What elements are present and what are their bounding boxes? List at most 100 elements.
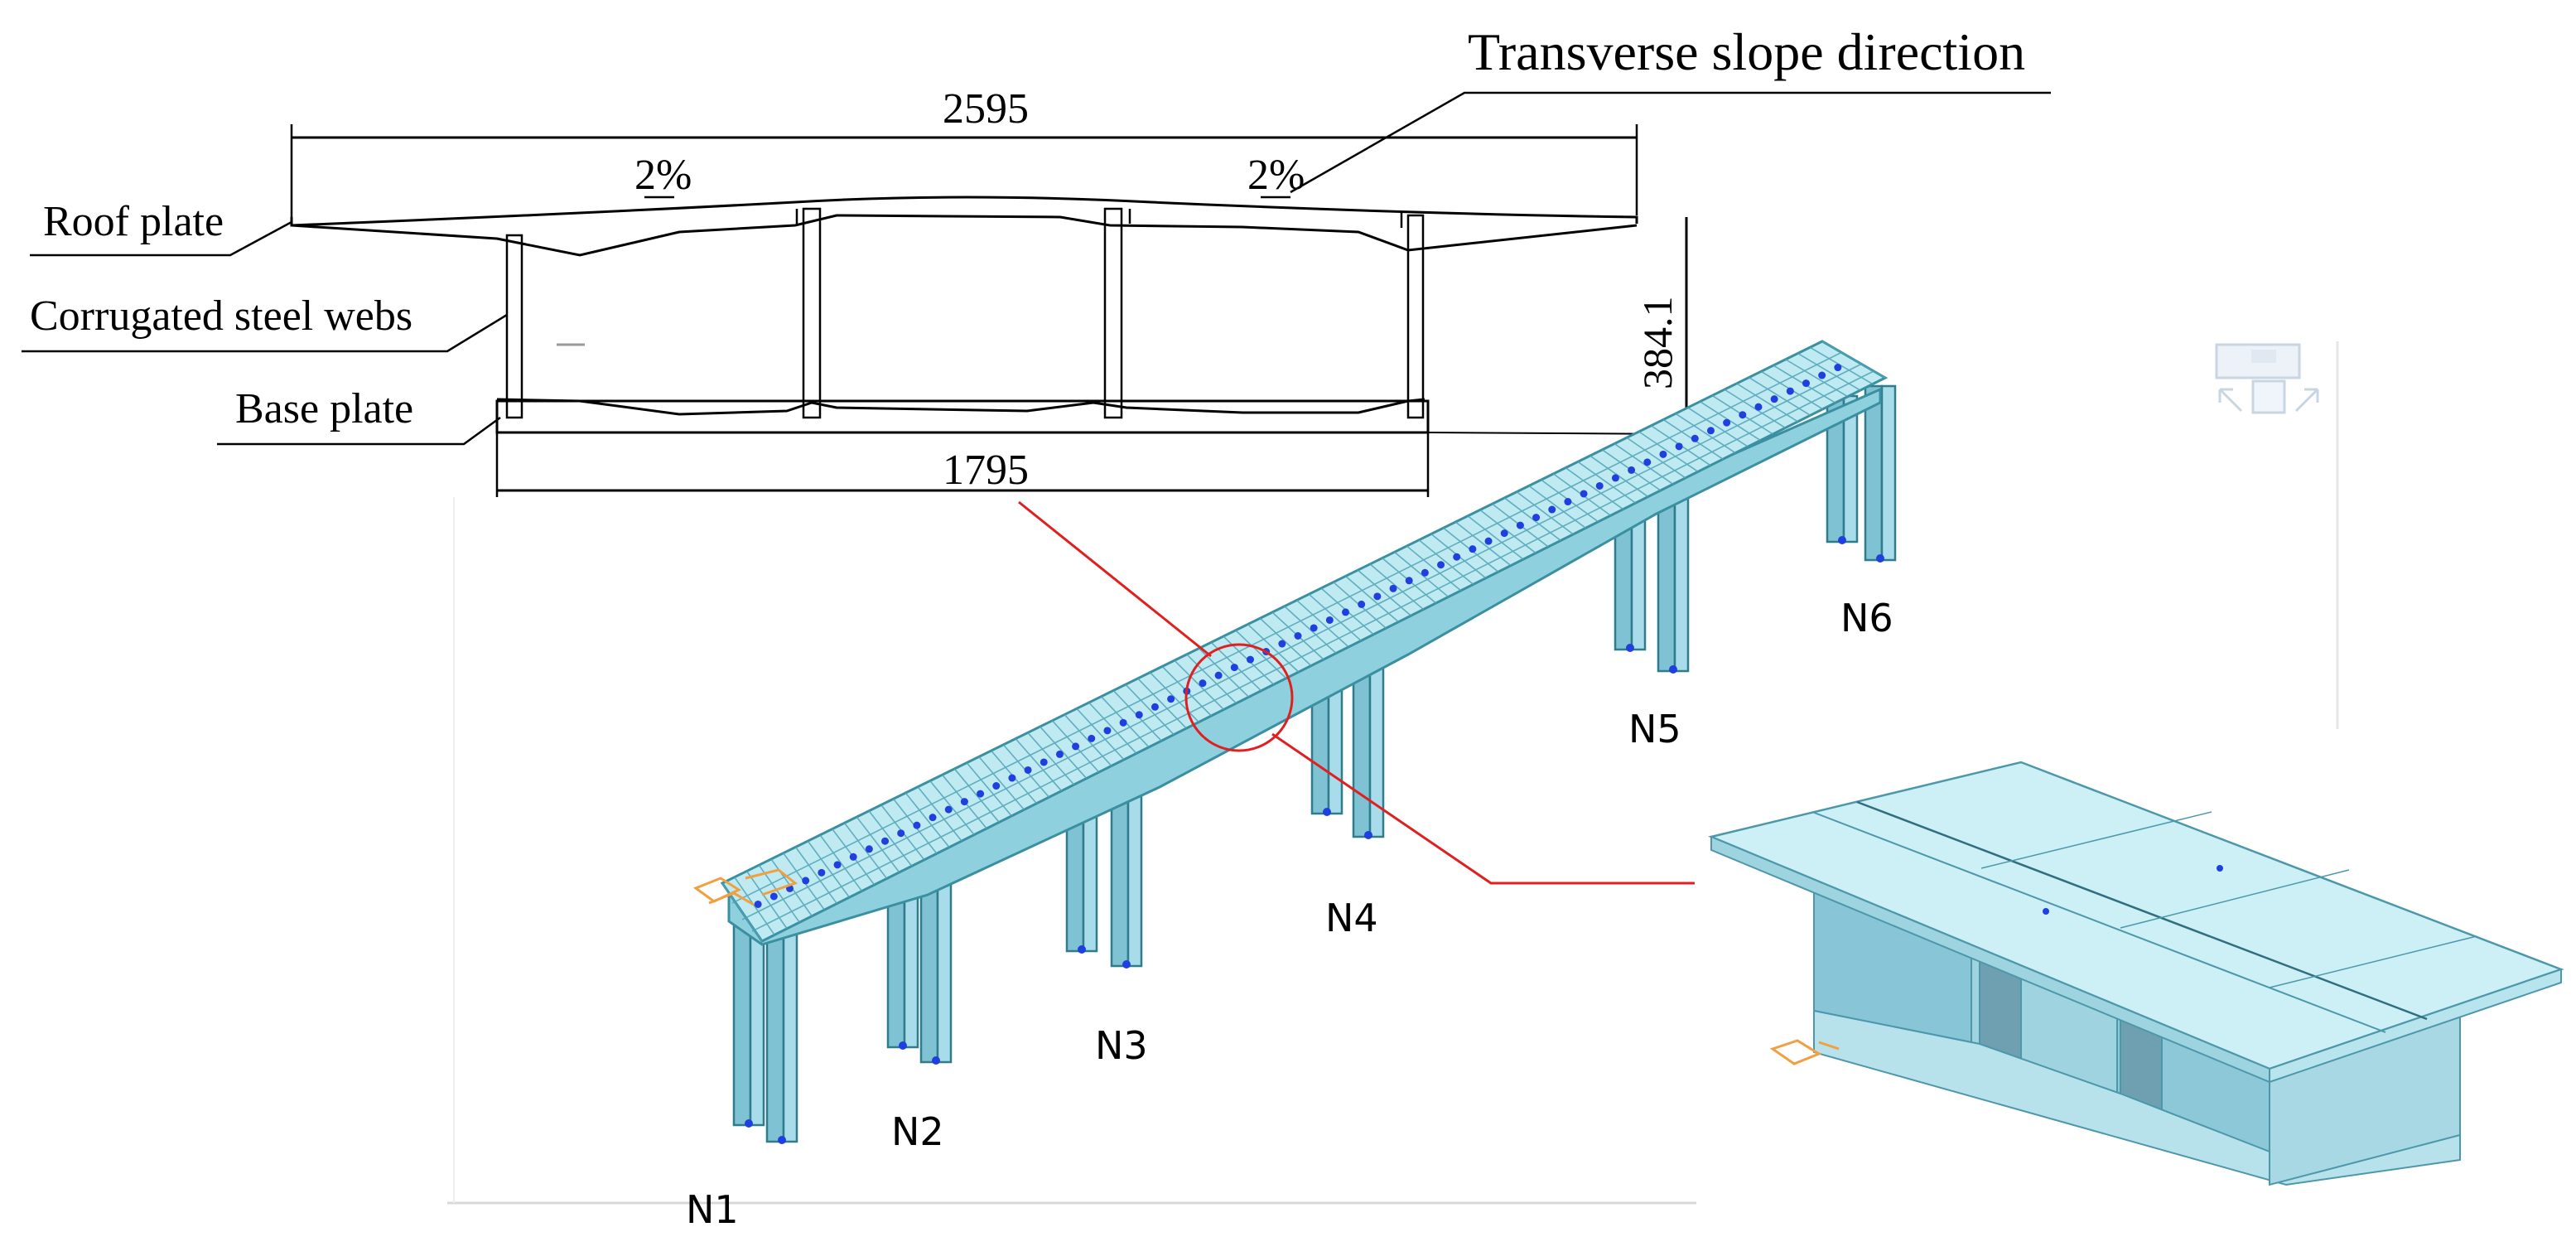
pier-label-n5: N5 [1628,707,1681,751]
deck-node [1818,371,1826,379]
height-dimension: 384.1 [1634,297,1681,390]
bottom-width-dimension: 1795 [943,447,1029,494]
pier-label-n3: N3 [1095,1023,1148,1068]
deck-node [1199,679,1207,688]
deck-node [1706,427,1715,435]
deck-node [1230,664,1238,672]
deck-node [1532,514,1541,522]
deck-node [1754,403,1763,411]
deck-node [1770,395,1778,403]
deck-node [865,845,873,853]
deck-node [1389,584,1397,592]
roof-plate-leader [30,220,292,257]
deck-node [1135,711,1143,719]
slope-left-label: 2% [634,152,692,199]
deck-node [802,877,810,885]
deck-node [849,853,857,861]
deck-node [818,868,826,877]
base-plate-inner [496,398,1425,416]
pier-label-n2: N2 [891,1109,944,1154]
cross-section-drawing: 2595 1795 384.1 2% 2% [22,22,2051,497]
pier-label-n6: N6 [1840,596,1893,640]
bridge-model: N1 N2 N3 N4 N5 N6 [447,340,2339,1232]
deck-node [881,837,890,845]
deck-node [1373,592,1382,601]
deck-node [1595,481,1604,490]
deck-node [1691,434,1699,442]
deck-node [960,798,968,806]
deck-node [1564,498,1572,506]
slope-right-label: 2% [1247,152,1305,199]
deck-node [1008,774,1016,782]
deck-node [1358,600,1366,608]
deck-node [1088,734,1096,742]
deck-node [833,861,842,869]
deck-node [1246,655,1254,664]
deck-node [1786,387,1794,395]
deck-node [1611,474,1619,482]
transverse-slope-callout: Transverse slope direction [1468,22,2025,81]
deck-node [1516,521,1524,529]
pier-label-n1: N1 [686,1187,739,1232]
base-plate [495,399,1430,434]
deck-node [1659,450,1667,458]
deck-node [1469,545,1477,553]
deck-node [1437,561,1445,569]
deck-node [1040,758,1048,766]
deck-node [1548,505,1556,514]
base-plate-callout: Base plate [235,385,413,432]
deck-node [1072,742,1080,751]
deck-node [897,829,905,838]
deck-node [1643,458,1652,466]
deck-node [1723,418,1731,427]
deck-node [1421,568,1429,577]
deck-node [1294,632,1302,640]
roof-plate-callout: Roof plate [43,198,224,245]
deck-node [1580,490,1588,498]
deck-node [1834,364,1842,372]
webs-callout: Corrugated steel webs [30,292,412,340]
deck-node [913,821,921,829]
pier-columns [732,384,1897,1144]
deck-node [1325,616,1334,624]
segment-detail-model [1707,761,2564,1186]
deck-node [1675,442,1683,451]
deck-node [1342,608,1350,616]
deck-node [1453,553,1461,561]
deck-mesh [721,341,1886,942]
roof-plate-underside [291,214,1638,257]
transverse-slope-leader [1290,91,2051,194]
deck-node [754,900,762,908]
roof-plate-outline [290,196,1638,227]
deck-node [1628,466,1636,474]
deck-node [1214,671,1223,679]
pier-label-n4: N4 [1325,896,1378,940]
deck-node [1484,537,1493,545]
view-cube-icon[interactable] [2215,343,2319,414]
deck-node [769,892,778,901]
highlight-leader-down [1271,732,1695,885]
support-symbol [692,868,798,906]
webs-leader [22,313,508,353]
deck-node [1278,640,1286,648]
deck-node [1167,695,1175,703]
deck-node [992,782,1001,790]
highlight-circle [1184,643,1294,752]
deck-node [1500,529,1508,538]
deck-node [1024,766,1032,774]
deck-centerline-nodes [754,364,1842,908]
deck-node [1119,718,1127,727]
deck-node [1310,624,1318,632]
deck-node [1151,703,1159,711]
base-plate-leader [217,416,501,446]
deck-node [977,790,985,798]
corrugated-steel-webs [505,207,1425,419]
deck-node [1103,727,1112,735]
highlight-leader-up [1018,500,1212,658]
deck-node [1739,411,1747,419]
deck-node [929,814,937,822]
deck-node [944,805,953,814]
deck-node [1405,577,1413,585]
top-width-dimension: 2595 [943,85,1029,133]
